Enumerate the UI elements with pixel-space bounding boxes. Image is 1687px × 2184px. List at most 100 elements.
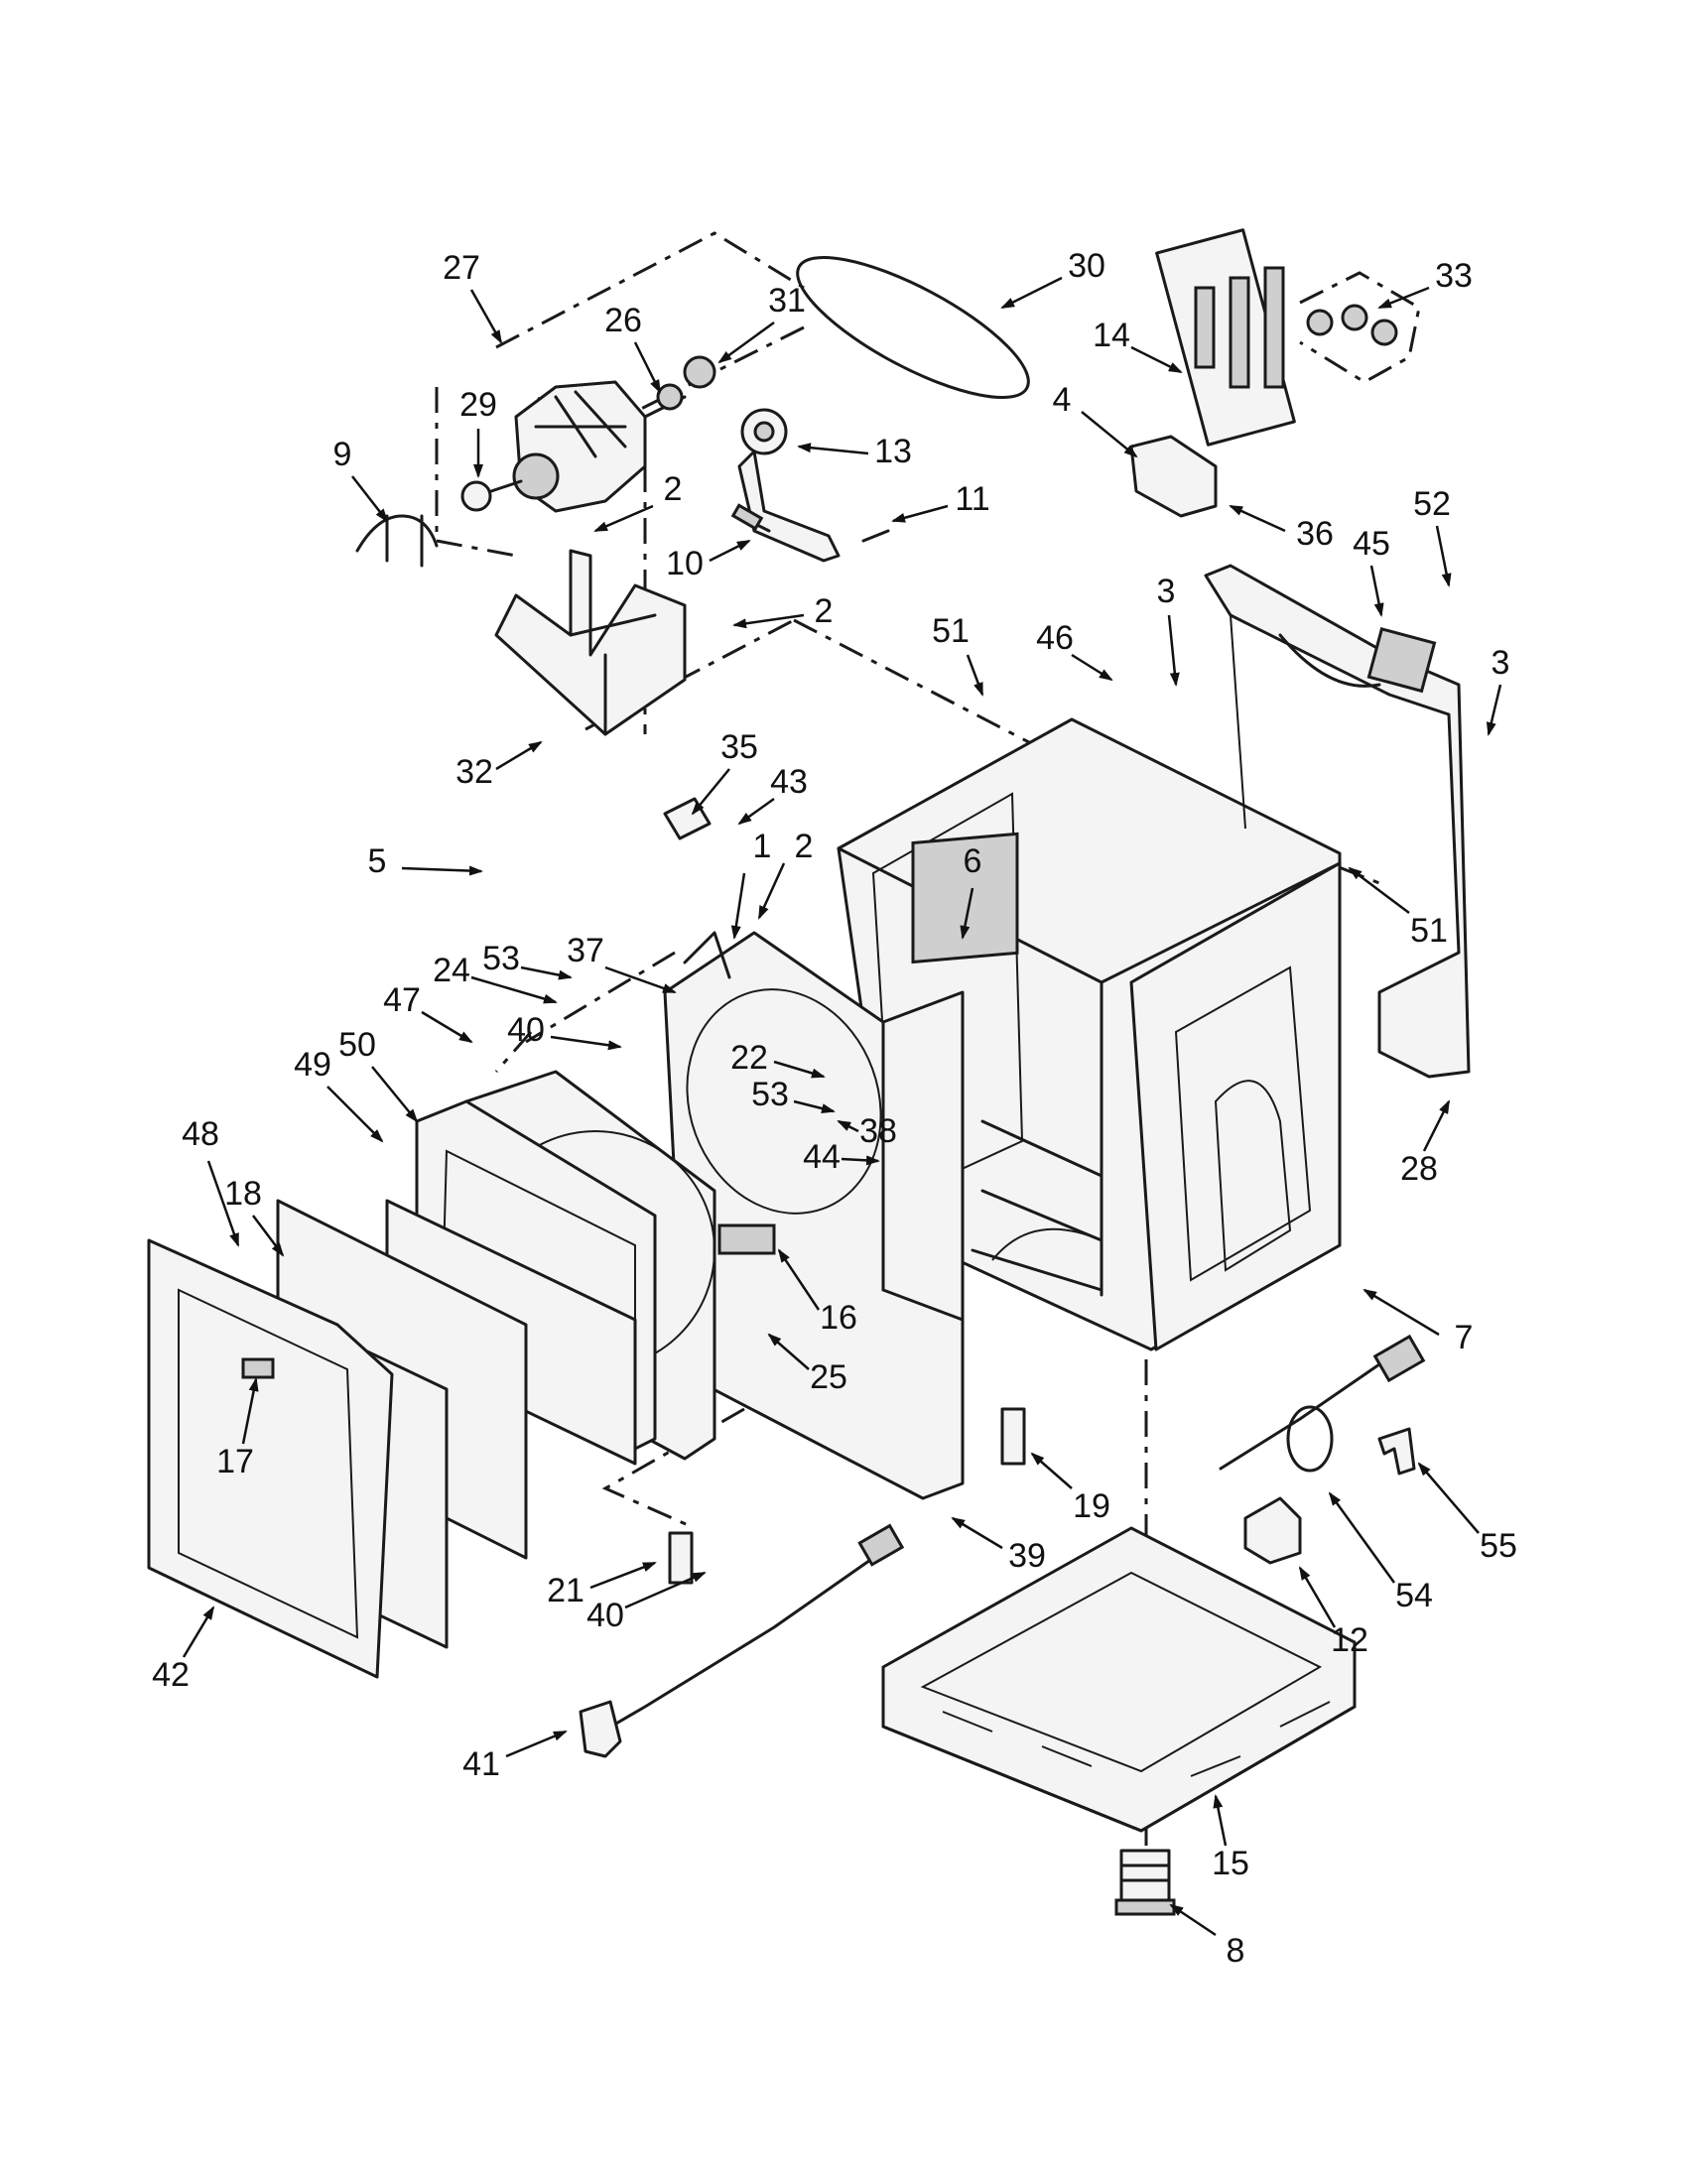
callout-label: 9: [333, 436, 352, 473]
blower-housing-clip: [663, 797, 712, 840]
callout-label: 27: [443, 249, 480, 287]
callout-leader-arrow: [773, 1060, 826, 1079]
callout-leader-arrow: [469, 289, 503, 344]
callout-label: 40: [507, 1011, 545, 1049]
callout-label: 3: [1157, 573, 1176, 610]
callout-label: 19: [1073, 1487, 1110, 1525]
callout-leader-arrow: [1369, 565, 1384, 617]
callout-leader-arrow: [371, 1066, 419, 1123]
callout-label: 13: [874, 433, 912, 470]
callout-label: 7: [1455, 1319, 1474, 1356]
callout-leader-arrow: [1167, 614, 1180, 687]
callout-leader-arrow: [730, 872, 746, 940]
drive-motor-assembly: [355, 355, 716, 568]
callout-leader-arrow: [1363, 1288, 1440, 1337]
callout-leader-arrow: [1000, 276, 1063, 310]
callout-label: 53: [482, 940, 520, 977]
callout-label: 25: [810, 1358, 847, 1396]
callout-leader-arrow: [1169, 1903, 1217, 1937]
callout-leader-arrow: [1071, 653, 1113, 682]
callout-label: 41: [462, 1745, 500, 1783]
callout-label: 53: [751, 1076, 789, 1113]
callout-label: 28: [1400, 1150, 1438, 1188]
terminal-block-cover: [1243, 1496, 1302, 1565]
leveling-leg: [1114, 1849, 1176, 1916]
callout-leader-arrow: [1422, 1099, 1451, 1152]
door-switch: [1000, 1407, 1026, 1466]
callout-leader-arrow: [495, 740, 543, 771]
callout-leader-arrow: [793, 1099, 836, 1113]
callout-label: 31: [768, 282, 806, 320]
callout-leader-arrow: [326, 1086, 384, 1143]
callout-label: 36: [1296, 515, 1334, 553]
callout-label: 51: [1410, 912, 1448, 950]
callout-label: 40: [586, 1597, 624, 1634]
callout-leader-arrow: [1486, 684, 1502, 736]
callout-leader-arrow: [604, 965, 677, 994]
callout-leader-arrow: [891, 504, 949, 523]
callout-leader-arrow: [709, 539, 751, 563]
callout-label: 11: [955, 480, 989, 518]
callout-leader-arrow: [470, 975, 558, 1004]
callout-label: 1: [753, 828, 772, 865]
callout-label: 50: [338, 1026, 376, 1064]
callout-leader-arrow: [732, 613, 805, 629]
callout-label: 37: [567, 932, 604, 969]
callout-label: 4: [1053, 381, 1072, 419]
callout-label: 12: [1331, 1621, 1368, 1659]
callout-label: 30: [1068, 247, 1105, 285]
callout-label: 49: [294, 1046, 331, 1084]
callout-label: 46: [1036, 619, 1074, 657]
callout-leader-arrow: [252, 1215, 285, 1257]
front-panel-assembly: [663, 931, 965, 1500]
callout-leader-arrow: [1328, 1491, 1396, 1584]
callout-leader-arrow: [797, 443, 869, 455]
callout-leader-arrow: [737, 797, 775, 826]
callout-leader-arrow: [505, 1730, 568, 1758]
callout-label: 8: [1227, 1932, 1245, 1970]
callout-label: 29: [459, 386, 497, 424]
callout-label: 55: [1480, 1527, 1517, 1565]
callout-leader-arrow: [691, 768, 730, 816]
callout-label: 18: [224, 1175, 262, 1213]
callout-label: 54: [1395, 1577, 1433, 1614]
callout-leader-arrow: [777, 1248, 821, 1311]
callout-leader-arrow: [241, 1377, 259, 1445]
callout-label: 16: [820, 1299, 857, 1337]
callout-label: 43: [770, 763, 808, 801]
callout-label: 2: [795, 828, 814, 865]
callout-leader-arrow: [1030, 1452, 1073, 1489]
callout-leader-arrow: [1229, 504, 1286, 533]
callout-label: 45: [1353, 525, 1390, 563]
hinge-bracket: [668, 1531, 694, 1585]
callout-label: 39: [1008, 1537, 1046, 1575]
idler-assembly: [730, 408, 890, 563]
callout-label: 26: [604, 302, 642, 339]
callout-leader-arrow: [520, 965, 573, 980]
motor-mount-bracket: [494, 549, 687, 736]
callout-label: 3: [1492, 644, 1510, 682]
callout-leader-arrow: [421, 1010, 473, 1044]
callout-label: 6: [964, 842, 982, 880]
callout-leader-arrow: [550, 1035, 622, 1051]
base-frame: [881, 1526, 1357, 1833]
power-cord: [1219, 1334, 1426, 1473]
callout-leader-arrow: [182, 1606, 215, 1658]
callout-label: 15: [1212, 1845, 1249, 1882]
callout-label: 2: [664, 470, 683, 508]
callout-label: 47: [383, 981, 421, 1019]
callout-leader-arrow: [717, 321, 775, 364]
callout-leader-arrow: [589, 1561, 657, 1590]
callout-label: 32: [455, 753, 493, 791]
callout-leader-arrow: [624, 1571, 707, 1609]
callout-leader-arrow: [1213, 1794, 1228, 1847]
thermostat-group: [1129, 228, 1421, 518]
callout-leader-arrow: [1417, 1462, 1480, 1534]
callout-label: 24: [433, 952, 470, 989]
callout-label: 14: [1093, 317, 1130, 354]
callout-leader-arrow: [206, 1160, 240, 1247]
callout-label: 22: [730, 1039, 768, 1077]
callout-leader-arrow: [351, 475, 389, 523]
